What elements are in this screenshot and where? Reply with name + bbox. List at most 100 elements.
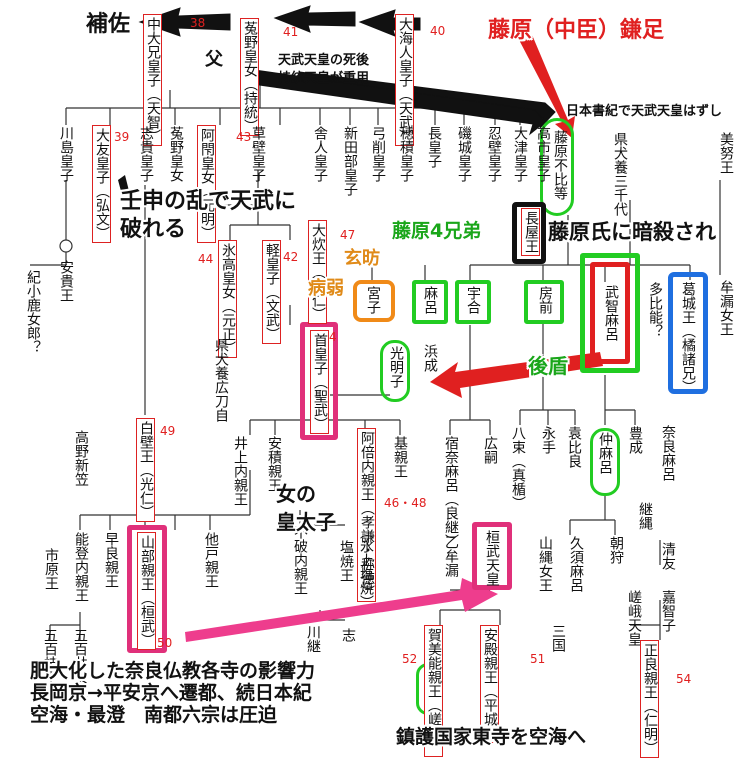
annotation-kouken: 後盾 <box>528 354 568 378</box>
person-shirakabe: 白壁王（光仁） <box>136 418 155 522</box>
person-hikami: （氷上塩焼） <box>358 525 374 609</box>
reign-number: 46・48 <box>384 496 427 510</box>
person-yamabe: 山部親王（桓武） <box>137 532 156 650</box>
annotation-toji: 鎮護国家東寺を空海へ <box>396 726 587 748</box>
person-kammu: 桓武天皇 <box>484 530 500 586</box>
person-osakabe: 長皇子 <box>426 126 442 168</box>
person-umakai: 宇合 <box>465 286 481 314</box>
person-michiyo: 県犬養三千代 <box>612 132 628 216</box>
reign-number: 40 <box>430 24 446 38</box>
highlight-maro <box>412 280 448 324</box>
highlight-muchimaro-outer <box>580 253 640 373</box>
person-abe: 阿閇皇女（元明） <box>197 125 216 243</box>
annotation-fujiwara4: 藤原4兄弟 <box>392 220 482 242</box>
person-fuwa: 不破内親王 <box>292 525 308 595</box>
person-yoshitsugu: 宿奈麻呂（良継） <box>443 436 459 548</box>
person-abe-nai: 阿倍内親王（孝謙・称徳） <box>357 428 376 602</box>
person-asakari: 朝狩 <box>608 536 624 564</box>
person-muchimaro: 武智麻呂 <box>603 285 619 341</box>
person-tahino: 多比能？ <box>647 282 663 338</box>
person-kusumaro: 久須麻呂 <box>568 536 584 592</box>
person-nagaya: 長屋王 <box>521 208 540 256</box>
person-kawashima: 川島皇子 <box>58 126 74 182</box>
person-gojo2: 五百井女王 <box>72 628 88 698</box>
person-kusakabe: 草壁皇子 <box>250 126 266 182</box>
highlight-miyako <box>353 280 395 322</box>
person-ninmyo: 正良親王（仁明） <box>640 640 659 758</box>
person-hozumi: 穂積皇子 <box>398 126 414 182</box>
person-hirotsugu: 広嗣 <box>482 436 498 464</box>
person-otomuro: 乙牟漏 <box>443 535 459 577</box>
highlight-kammu <box>472 522 512 590</box>
highlight-yamabe <box>127 525 167 653</box>
person-ate: 安殿親王（平城） <box>480 625 499 743</box>
annotation-kamatari: 藤原（中臣）鎌足 <box>488 18 665 43</box>
reign-number: 50 <box>157 636 173 650</box>
person-saga-t: 嵯峨天皇 <box>626 590 642 646</box>
person-yamanoue: 山縄女王 <box>537 536 553 592</box>
highlight-umakai <box>455 280 491 324</box>
person-fuhito: 藤原不比等 <box>552 130 568 200</box>
annotation-byoujaku: 病弱 <box>308 278 344 299</box>
person-shioyaki: 塩焼王 <box>338 540 354 582</box>
highlight-komyo <box>380 340 410 402</box>
person-aki: 安貴王 <box>58 260 74 302</box>
person-kiyotomo: 清友 <box>660 542 676 570</box>
reign-number: 49 <box>160 424 176 438</box>
person-asaka: 安積親王 <box>266 436 282 492</box>
highlight-nakamaro <box>590 428 620 496</box>
highlight-obito <box>300 322 338 440</box>
person-hitaka: 氷高皇女（元正） <box>218 240 237 358</box>
reign-number: 44 <box>198 252 214 266</box>
annotation-nihon-shoki: 日本書紀で天武天皇はずし <box>566 104 723 119</box>
person-karu: 軽皇子（文武） <box>262 240 281 344</box>
reign-number: 51 <box>530 652 546 666</box>
person-kaya: 賀美能親王（嵯峨） <box>424 625 443 757</box>
person-oi: 大炊王（淳仁） <box>308 220 327 324</box>
highlight-nagaya <box>512 202 546 264</box>
person-yatsuka: 八束（真楯） <box>510 426 526 510</box>
person-ichika: 川継 <box>305 625 321 653</box>
annotation-ansatsu: 藤原氏に暗殺され <box>548 220 716 244</box>
person-miyako: 宮子 <box>365 286 381 314</box>
person-shiki: 志貴皇子 <box>138 126 154 182</box>
reign-number: 39 <box>114 130 130 144</box>
reign-number: 47 <box>340 228 356 242</box>
annotation-jokotaishi: 女の 皇太子 <box>276 482 336 534</box>
annotation-genbo: 玄昉 <box>344 248 380 269</box>
highlight-fuhito <box>540 118 574 216</box>
person-unonohime2: 菟野皇女 <box>168 126 184 182</box>
person-toyonari: 豊成 <box>627 426 643 454</box>
person-shikibe: 磯城皇子 <box>456 126 472 182</box>
person-komyo: 光明子 <box>388 346 404 388</box>
highlight-katsuragi <box>668 272 708 394</box>
person-otsu: 大津皇子 <box>512 126 528 182</box>
person-tsugutada: 継縄 <box>637 502 653 530</box>
person-mikuni: 三国 <box>550 624 566 652</box>
person-toneri: 舎人皇子 <box>312 126 328 182</box>
person-katsuragi: 葛城王（橘諸兄） <box>680 282 696 394</box>
person-kinokoshi: 紀小鹿女郎？ <box>25 270 41 354</box>
person-niitabe: 新田部皇子 <box>342 126 358 196</box>
person-hamanari: 浜成 <box>422 344 438 372</box>
person-nagate: 永手 <box>540 426 556 454</box>
person-hayara: 早良親王 <box>103 532 119 588</box>
person-notonai: 能登内親王 <box>73 532 89 602</box>
person-murogimi: 牟漏女王 <box>718 280 734 336</box>
person-gojo: 五百枝王 <box>42 628 58 684</box>
person-jito: 菟野皇女（持統） <box>240 18 259 136</box>
person-inoue: 井上内親王 <box>232 436 248 506</box>
person-yuge: 弓削皇子 <box>370 126 386 182</box>
annotation-bukkyo: 肥大化した奈良仏教各寺の影響力 長岡京→平安京へ遷都、続日本紀 空海・最澄 南都… <box>30 660 316 726</box>
person-tenji: 中大兄皇子（天智） <box>143 14 162 146</box>
person-otomo: 大友皇子（弘文） <box>92 125 111 243</box>
reign-number: 41 <box>283 25 299 39</box>
person-obito: 首皇子（聖武） <box>310 330 329 434</box>
reign-number: 4 <box>329 330 337 344</box>
annotation-jinshin: 壬申の乱で天武に 破れる <box>120 189 297 242</box>
highlight-fusasaki <box>524 280 564 324</box>
highlight-muchimaro-inner <box>590 262 630 364</box>
person-takechi: 高市皇子 <box>535 126 551 182</box>
person-narama: 奈良麻呂 <box>660 425 676 481</box>
person-kibiyoshi: 袁比良 <box>566 426 582 468</box>
